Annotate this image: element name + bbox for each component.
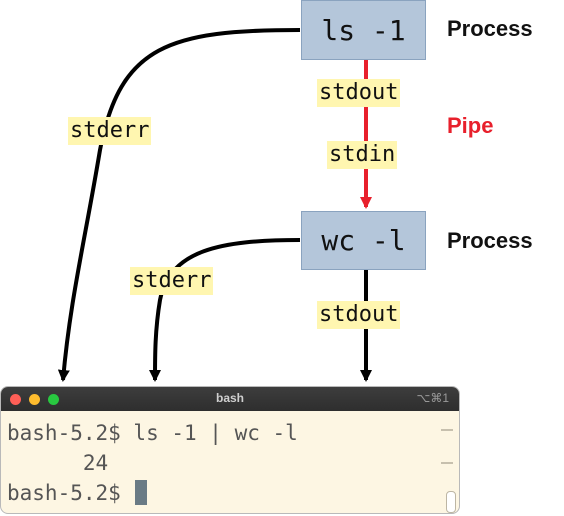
process-label-wc: Process <box>447 228 533 253</box>
terminal-output[interactable]: bash-5.2$ ls -1 | wc -l 24 bash-5.2$ <box>7 418 298 508</box>
process-wc-box: wc -l <box>301 211 426 270</box>
maximize-button[interactable] <box>48 394 59 405</box>
terminal-window[interactable]: bash ⌥⌘1 bash-5.2$ ls -1 | wc -l 24 bash… <box>0 386 460 514</box>
minimize-button[interactable] <box>29 394 40 405</box>
terminal-shortcut: ⌥⌘1 <box>416 391 449 405</box>
terminal-line-prompt: bash-5.2$ <box>7 478 298 508</box>
scroll-mark <box>441 429 453 431</box>
prompt-text: bash-5.2$ <box>7 481 134 505</box>
scroll-mark <box>441 462 453 464</box>
wc-stdin-label: stdin <box>327 141 398 169</box>
text-cursor <box>135 480 148 505</box>
ls-stdout-label: stdout <box>317 79 401 107</box>
terminal-titlebar[interactable]: bash ⌥⌘1 <box>1 387 459 411</box>
process-ls-box: ls -1 <box>301 0 426 60</box>
close-button[interactable] <box>10 394 21 405</box>
pipe-label: Pipe <box>447 113 494 138</box>
ls-stderr-label: stderr <box>68 117 152 145</box>
wc-stderr-arrow <box>149 238 301 382</box>
terminal-title: bash <box>215 391 244 405</box>
wc-stderr-label: stderr <box>130 267 214 295</box>
terminal-line-command: bash-5.2$ ls -1 | wc -l <box>7 421 298 445</box>
process-label-ls: Process <box>447 16 533 41</box>
ls-stderr-arrow <box>57 28 301 382</box>
terminal-line-result: 24 <box>7 451 109 475</box>
scrollbar[interactable] <box>446 491 456 513</box>
wc-stdout-label: stdout <box>317 301 401 329</box>
